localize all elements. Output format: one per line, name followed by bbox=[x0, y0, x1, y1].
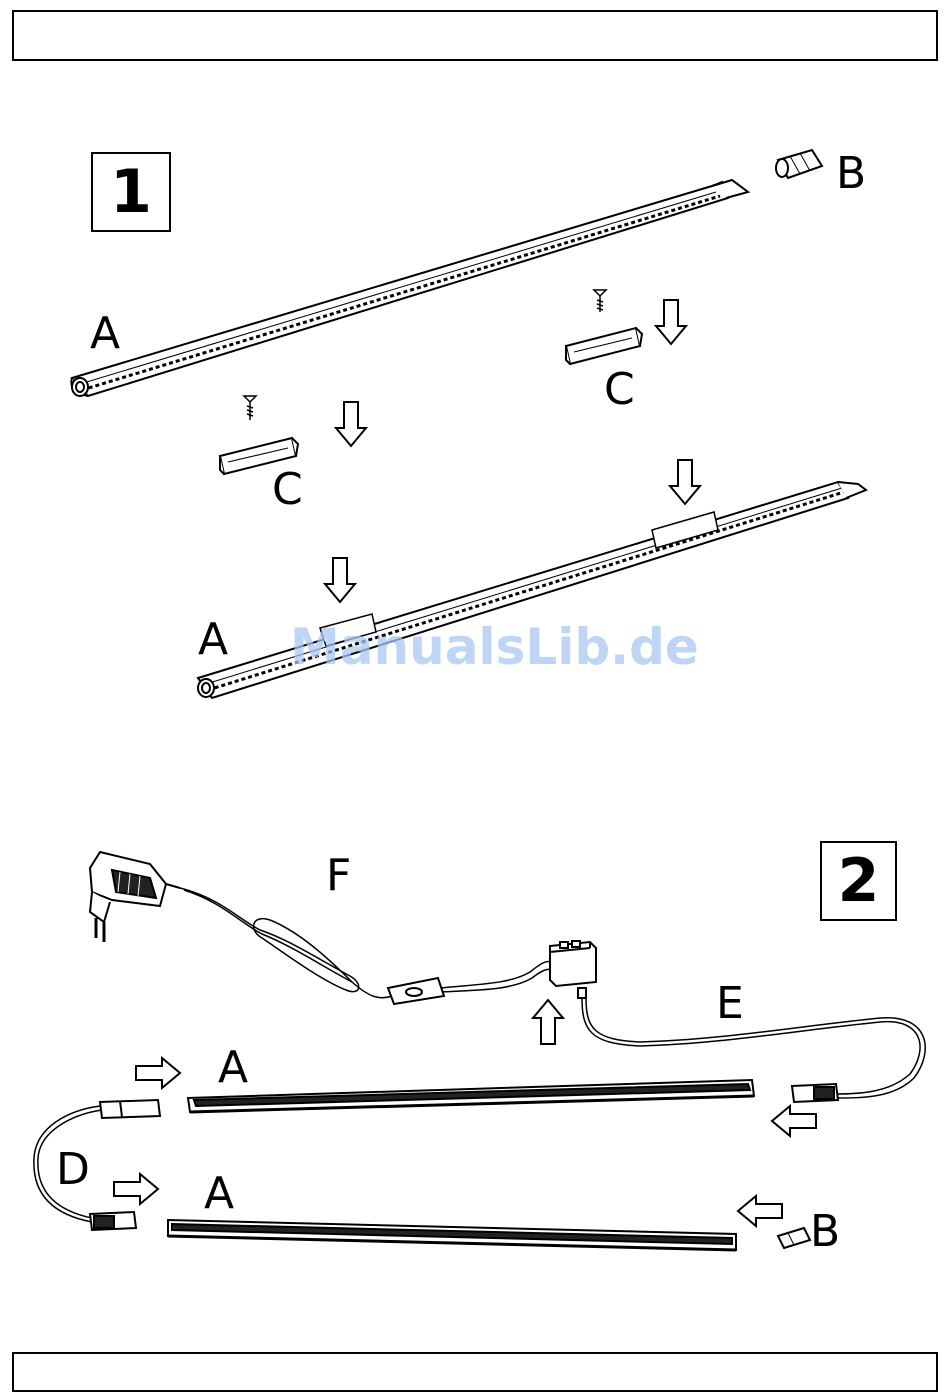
end-cap-b-top bbox=[776, 150, 822, 178]
label-d: D bbox=[56, 1144, 90, 1195]
label-f: F bbox=[326, 850, 351, 901]
arrow-up-icon bbox=[533, 1000, 563, 1044]
arrow-down-icon bbox=[336, 402, 366, 446]
label-c-right: C bbox=[604, 364, 635, 415]
mounting-clip-c-right bbox=[566, 328, 642, 364]
arrow-left-icon bbox=[738, 1196, 782, 1226]
connector-e bbox=[792, 1084, 838, 1102]
label-b-top: B bbox=[836, 148, 866, 199]
label-b-bottom: B bbox=[810, 1206, 840, 1257]
watermark: ManualsLib.de bbox=[290, 618, 699, 676]
label-e: E bbox=[716, 978, 744, 1029]
power-cable bbox=[180, 888, 554, 998]
arrow-left-icon bbox=[772, 1106, 816, 1136]
label-a-mounted: A bbox=[198, 614, 228, 665]
power-adapter-f bbox=[90, 852, 180, 942]
end-cap-b-bottom bbox=[778, 1228, 810, 1248]
label-a-upper-strip: A bbox=[218, 1042, 248, 1093]
arrow-down-icon bbox=[670, 460, 700, 504]
led-strip-a-upper bbox=[188, 1080, 754, 1112]
label-a-top: A bbox=[90, 308, 120, 359]
led-profile-a-top bbox=[71, 180, 748, 396]
label-c-left: C bbox=[272, 464, 303, 515]
arrow-down-icon bbox=[325, 558, 355, 602]
connector-d-bottom bbox=[90, 1212, 136, 1230]
inline-switch bbox=[388, 978, 444, 1004]
arrow-down-icon bbox=[656, 300, 686, 344]
junction-box bbox=[550, 941, 596, 998]
arrow-right-icon bbox=[136, 1058, 180, 1088]
label-a-lower-strip: A bbox=[204, 1168, 234, 1219]
screw-left bbox=[244, 396, 256, 420]
connector-d-top bbox=[100, 1100, 160, 1118]
led-strip-a-lower bbox=[168, 1220, 736, 1250]
arrow-right-icon bbox=[114, 1174, 158, 1204]
screw-right bbox=[594, 290, 606, 312]
